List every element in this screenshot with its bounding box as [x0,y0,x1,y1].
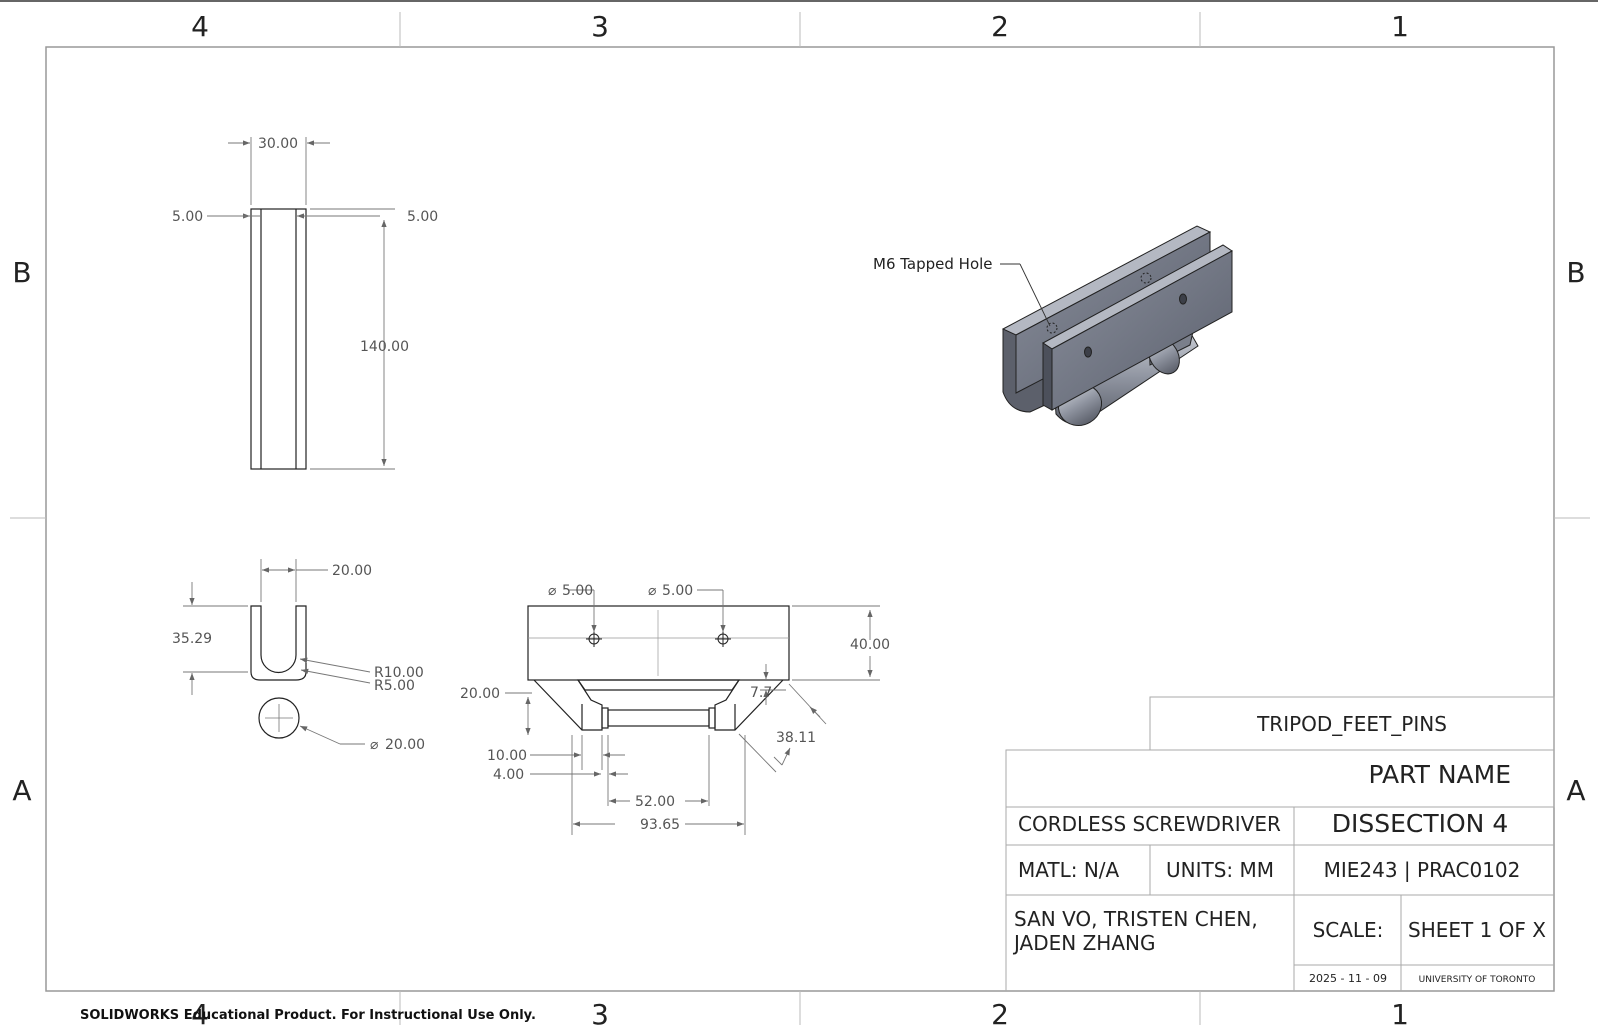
dim-end-pin-dia-symbol: ⌀ [370,737,379,753]
dim-front-chamfer-h: 20.00 [460,686,500,702]
zone-col-2-top: 2 [991,10,1009,43]
callout-m6-tapped-hole: M6 Tapped Hole [873,255,993,273]
title-course: MIE243 | PRAC0102 [1324,858,1521,882]
dim-end-pin-dia: 20.00 [385,737,425,753]
dim-front-height: 40.00 [850,637,890,653]
zone-col-1-top: 1 [1391,10,1409,43]
top-view [250,208,307,470]
dim-front-4: 4.00 [493,767,524,783]
title-units: UNITS: MM [1166,858,1274,882]
dim-front-small: 7.7 [750,685,772,701]
dim-front-hole1-dia: 5.00 [562,583,593,599]
title-dissection: DISSECTION 4 [1332,809,1509,838]
dim-front-52: 52.00 [635,794,675,810]
watermark: SOLIDWORKS Educational Product. For Inst… [80,1008,536,1023]
title-part-name: PART NAME [1368,760,1511,789]
zone-col-3-top: 3 [591,10,609,43]
front-view-holes [586,631,731,647]
title-date: 2025 - 11 - 09 [1309,972,1387,985]
zone-col-4-top: 4 [191,10,209,43]
title-authors-line2: JADEN ZHANG [1012,931,1155,955]
zone-row-b-left: B [12,256,31,289]
dim-top-length: 140.00 [360,339,409,355]
dim-end-width: 20.00 [332,563,372,579]
dim-front-hole2-dia-symbol: ⌀ [648,583,657,599]
zone-row-a-right: A [1566,774,1585,807]
title-drawing-name: TRIPOD_FEET_PINS [1256,712,1447,736]
dim-top-wall-right: 5.00 [407,209,438,225]
zone-row-b-right: B [1566,256,1585,289]
dim-front-hole1-dia-symbol: ⌀ [548,583,557,599]
dim-end-height: 35.29 [172,631,212,647]
title-scale: SCALE: [1313,918,1384,942]
zone-col-1-bottom: 1 [1391,998,1409,1031]
dim-top-wall-left: 5.00 [172,209,203,225]
title-institution: UNIVERSITY OF TORONTO [1419,975,1536,985]
front-view [527,605,790,731]
end-view [250,605,307,739]
dim-end-r-outer: R10.00 [374,665,424,681]
dim-front-10: 10.00 [487,748,527,764]
dim-end-r-inner: R5.00 [374,678,415,694]
isometric-view [1001,225,1233,427]
zone-col-4-bottom: 4 [191,998,209,1031]
dim-top-width: 30.00 [258,136,298,152]
title-authors-line1: SAN VO, TRISTEN CHEN, [1014,907,1258,931]
zone-row-a-left: A [12,774,31,807]
dim-front-angle-len: 38.11 [776,730,816,746]
title-block [1005,696,1555,991]
drawing-border [45,46,1555,992]
dim-front-93: 93.65 [640,817,680,833]
dim-front-hole2-dia: 5.00 [662,583,693,599]
zone-col-2-bottom: 2 [991,998,1009,1031]
zone-col-3-bottom: 3 [591,998,609,1031]
title-assembly: CORDLESS SCREWDRIVER [1018,812,1281,836]
title-sheet: SHEET 1 OF X [1408,918,1546,942]
title-material: MATL: N/A [1018,858,1120,882]
